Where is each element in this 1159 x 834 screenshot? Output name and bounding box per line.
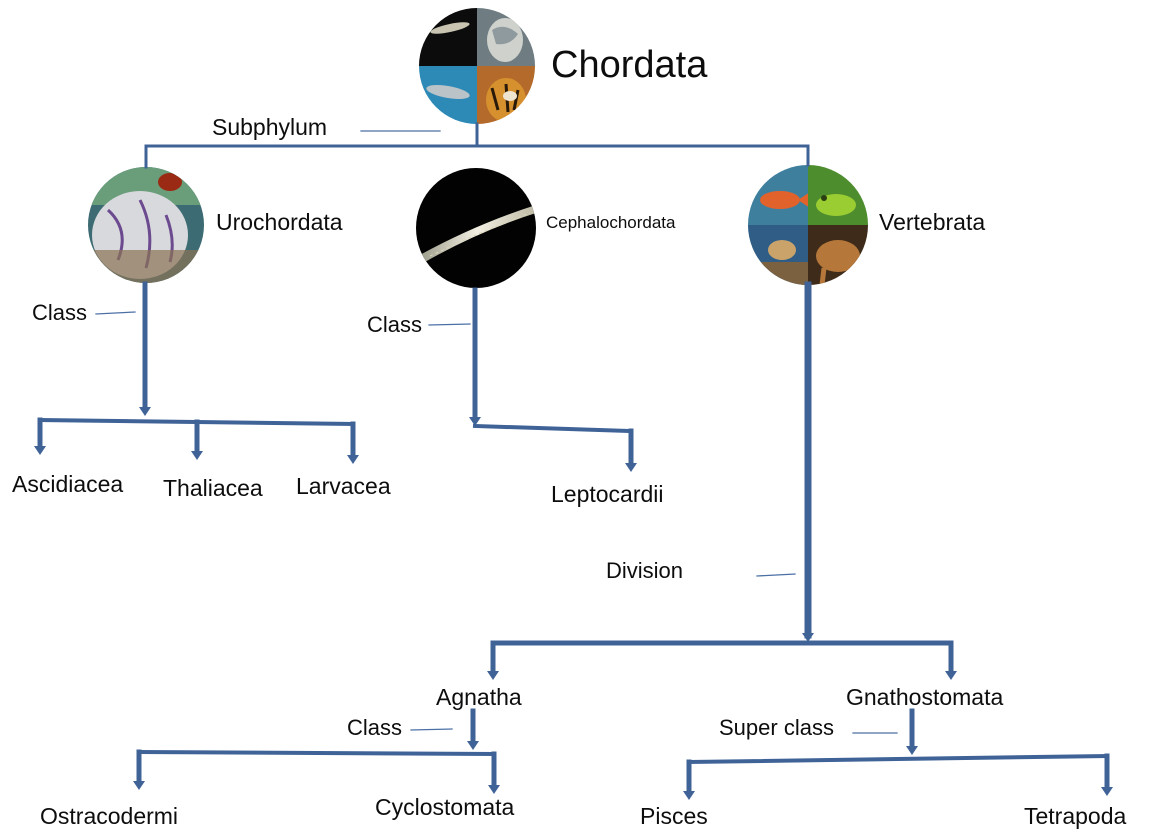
superclass-tetrapoda: Tetrapoda <box>1024 803 1127 829</box>
superclass-pisces: Pisces <box>640 803 708 829</box>
arrow-to-leptocardii-head <box>625 463 637 472</box>
class-ostracodermi: Ostracodermi <box>40 803 179 829</box>
root-title-chordata: Chordata <box>551 44 708 86</box>
arrow-to-tetrapoda-head <box>1101 787 1113 796</box>
arrow-to-ostracodermi-head <box>133 781 145 790</box>
class-ascidiacea: Ascidiacea <box>12 471 124 497</box>
subphylum-cephalochordata: Cephalochordata <box>546 213 676 232</box>
rank-label-class-cephalochordata: Class <box>367 312 423 337</box>
arrow-to-pisces-head <box>683 791 695 800</box>
rank-label-class-agnatha: Class <box>347 715 403 740</box>
vertebrate-photo-collage-icon <box>748 165 868 285</box>
division-agnatha: Agnatha <box>436 684 522 710</box>
arrow-to-agnatha-head <box>487 671 499 680</box>
sea-squirt-photo-icon <box>88 167 204 283</box>
arrow-to-gnathostomata-head <box>945 671 957 680</box>
division-gnathostomata: Gnathostomata <box>846 684 1004 710</box>
class-larvacea: Larvacea <box>296 473 391 499</box>
leader-division <box>756 573 796 577</box>
chordata-photo-collage-icon <box>419 8 535 124</box>
arrow-to-cyclostomata-head <box>488 785 500 794</box>
class-cyclostomata: Cyclostomata <box>375 794 515 820</box>
arrow-cephalochordata-stem-head <box>469 417 481 426</box>
leader-class-agnatha <box>410 728 453 731</box>
lancelet-photo-icon <box>416 168 536 288</box>
leader-class-cephalochordata <box>428 323 471 326</box>
rank-label-class-urochordata: Class <box>32 300 88 325</box>
leader-class-urochordata <box>95 311 136 315</box>
connector-agnatha-bar <box>136 749 497 757</box>
subphylum-vertebrata: Vertebrata <box>879 209 986 235</box>
rank-label-division: Division <box>606 558 684 583</box>
arrow-vertebrata-stem-head <box>802 633 814 642</box>
connector-gnathostomata-bar <box>686 753 1110 765</box>
class-thaliacea: Thaliacea <box>163 475 263 501</box>
arrow-to-thaliacea-head <box>191 451 203 460</box>
rank-label-subphylum: Subphylum <box>212 114 328 140</box>
arrow-to-larvacea-head <box>347 455 359 464</box>
subphylum-urochordata: Urochordata <box>216 209 343 235</box>
arrow-to-ascidiacea-head <box>34 446 46 455</box>
arrow-agnatha-stem-head <box>467 741 479 750</box>
rank-label-superclass-gnathostomata: Super class <box>719 715 834 740</box>
arrow-gnathostomata-stem-head <box>906 746 918 755</box>
arrow-urochordata-stem-head <box>139 407 151 416</box>
connector-cephalochordata-bar <box>472 423 634 434</box>
class-leptocardii: Leptocardii <box>551 481 664 507</box>
